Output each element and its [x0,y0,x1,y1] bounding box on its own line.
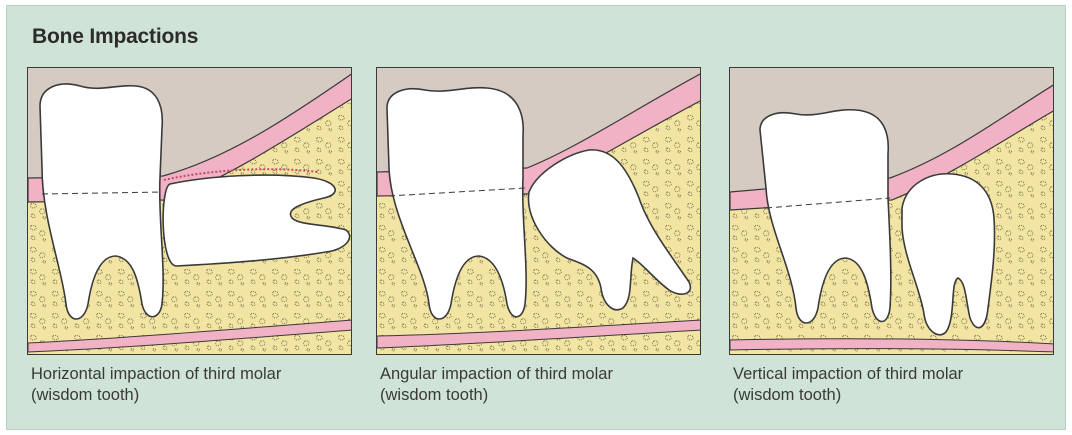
panel-horizontal [27,67,352,355]
panel-vertical [729,67,1054,355]
caption-line-2: (wisdom tooth) [31,385,361,406]
figure-title: Bone Impactions [32,25,198,49]
caption-line-1: Horizontal impaction of third molar [31,364,361,385]
caption-line-2: (wisdom tooth) [733,385,1063,406]
angular-impaction-illustration [377,68,701,355]
caption-line-2: (wisdom tooth) [380,385,710,406]
caption-horizontal: Horizontal impaction of third molar (wis… [31,364,361,406]
vertical-impaction-illustration [730,68,1054,355]
caption-line-1: Vertical impaction of third molar [733,364,1063,385]
panel-angular [376,67,701,355]
caption-line-1: Angular impaction of third molar [380,364,710,385]
caption-angular: Angular impaction of third molar (wisdom… [380,364,710,406]
horizontal-impaction-illustration [28,68,352,355]
caption-vertical: Vertical impaction of third molar (wisdo… [733,364,1063,406]
